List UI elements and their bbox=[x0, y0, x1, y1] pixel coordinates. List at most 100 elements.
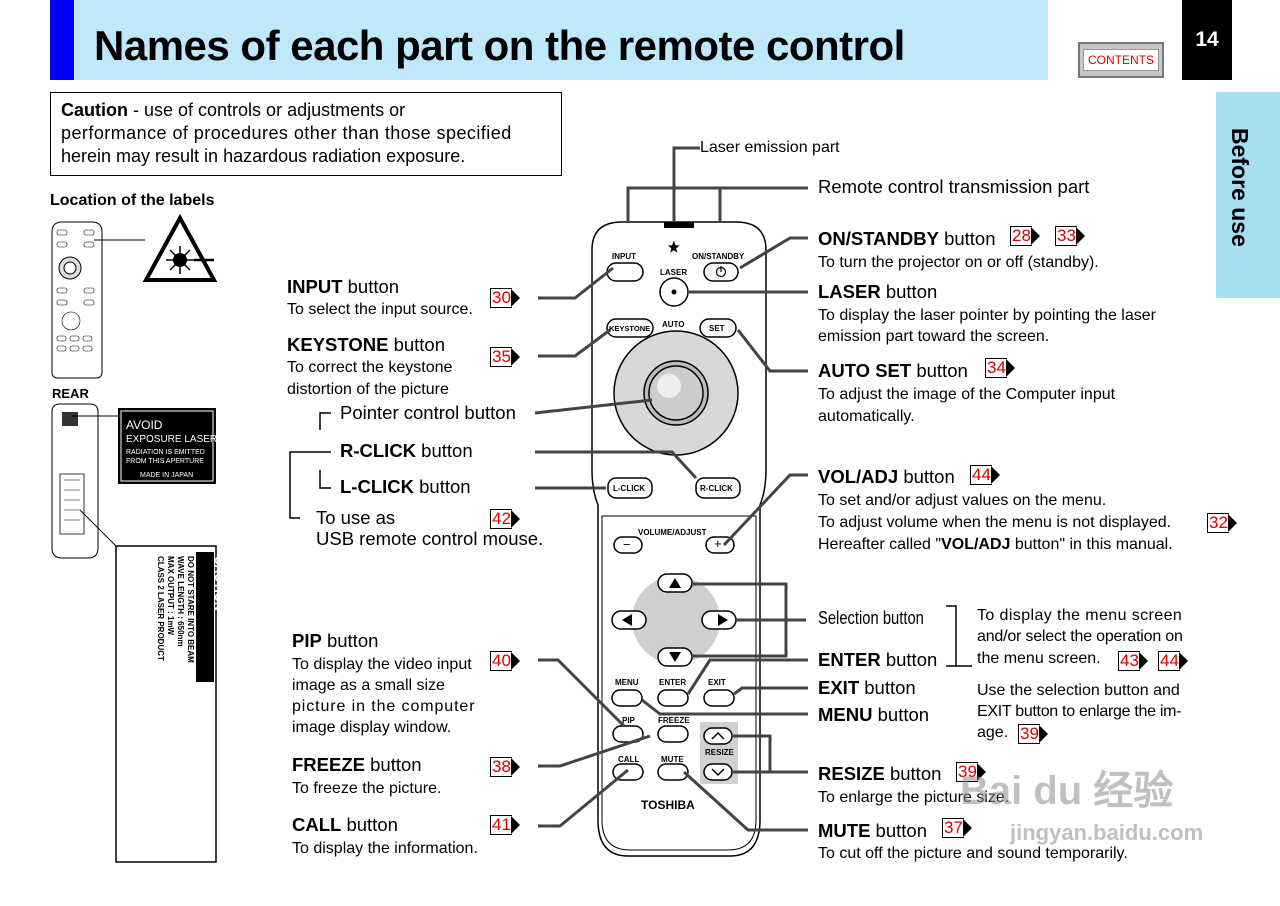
selection-desc-5: EXIT button to enlarge the im- bbox=[977, 703, 1182, 720]
selection-desc-4: Use the selection button and bbox=[977, 682, 1180, 699]
autoset-heading: AUTO SET button bbox=[818, 360, 968, 381]
enter-heading: ENTER button bbox=[818, 649, 938, 670]
side-tab[interactable]: Before use bbox=[1216, 92, 1280, 298]
laser-desc-1: To display the laser pointer by pointing… bbox=[818, 307, 1156, 324]
remote-keystone-label: KEYSTONE bbox=[609, 324, 651, 333]
set-button-shape bbox=[699, 318, 737, 338]
page-number: 14 bbox=[1182, 0, 1232, 80]
call-desc: To display the information. bbox=[292, 840, 478, 857]
pointer-heading: Pointer control button bbox=[340, 402, 516, 423]
remote-input-label: INPUT bbox=[612, 252, 636, 261]
pip-desc-1: To display the video input bbox=[292, 656, 472, 673]
laser-heading: LASER button bbox=[818, 281, 938, 302]
resize-ref[interactable]: 39 bbox=[956, 762, 986, 782]
caution-heading: Caution bbox=[61, 100, 128, 120]
onstandby-ref-2[interactable]: 33 bbox=[1055, 226, 1085, 246]
caution-label-line-1: LASER RADIATION bbox=[196, 556, 205, 630]
remote-laser-label: LASER bbox=[660, 268, 688, 277]
selection-desc-6: age. bbox=[977, 724, 1009, 741]
exit-heading: EXIT button bbox=[818, 677, 916, 698]
caution-box: Caution - use of controls or adjustments… bbox=[50, 92, 562, 176]
caution-text-2: performance of procedures other than tho… bbox=[61, 123, 512, 143]
caution-text-3: herein may result in hazardous radiation… bbox=[61, 146, 466, 166]
remote-menu-label: MENU bbox=[615, 678, 639, 687]
voladj-desc-2: To adjust volume when the menu is not di… bbox=[818, 514, 1172, 531]
selection-desc-1: To display the menu screen bbox=[977, 607, 1183, 624]
remote-onstandby-label: ON/STANDBY bbox=[692, 252, 745, 261]
input-button-shape bbox=[606, 262, 644, 282]
avoid-line-4: FROM THIS APERTURE bbox=[126, 458, 204, 465]
call-ref[interactable]: 41 bbox=[490, 815, 520, 835]
title-band bbox=[50, 0, 1048, 80]
caution-label-line-4: MAX OUTPUT : 1mW bbox=[166, 556, 175, 636]
avoid-line-3: RADIATION IS EMITTED bbox=[126, 449, 205, 456]
selection-heading: Selection button bbox=[818, 608, 924, 628]
remote-exit-label: EXIT bbox=[708, 678, 726, 687]
remote-resize-label: RESIZE bbox=[705, 748, 734, 757]
resize-desc: To enlarge the picture size. bbox=[818, 789, 1010, 806]
voladj-ref[interactable]: 44 bbox=[970, 465, 1000, 485]
remote-freeze-label: FREEZE bbox=[658, 716, 690, 725]
autoset-desc-1: To adjust the image of the Computer inpu… bbox=[818, 386, 1116, 403]
voladj-ref-2[interactable]: 32 bbox=[1207, 513, 1237, 533]
input-ref[interactable]: 30 bbox=[490, 288, 520, 308]
selection-ref-1[interactable]: 43 bbox=[1118, 651, 1148, 671]
lclick-heading: L-CLICK button bbox=[340, 476, 471, 497]
remote-call-label: CALL bbox=[618, 755, 640, 764]
lclick-button-shape bbox=[607, 477, 653, 499]
transmission-label: Remote control transmission part bbox=[818, 176, 1090, 197]
usb-desc-1: To use as bbox=[316, 507, 396, 528]
mute-ref[interactable]: 37 bbox=[942, 818, 972, 838]
freeze-heading: FREEZE button bbox=[292, 754, 422, 775]
voladj-desc-3: Hereafter called "VOL/ADJ button" in thi… bbox=[818, 536, 1173, 553]
remote-lclick-label: L-CLICK bbox=[613, 484, 645, 493]
remote-minus-label: − bbox=[623, 537, 631, 552]
onstandby-ref-1[interactable]: 28 bbox=[1010, 226, 1040, 246]
selection-ref-3[interactable]: 39 bbox=[1018, 724, 1048, 744]
remote-auto-label: AUTO bbox=[662, 320, 685, 329]
rear-label: REAR bbox=[52, 386, 89, 401]
usb-desc-2: USB remote control mouse. bbox=[316, 528, 544, 549]
mute-heading: MUTE button bbox=[818, 820, 927, 841]
avoid-line-5: MADE IN JAPAN bbox=[140, 472, 194, 479]
pip-desc-3: picture in the computer bbox=[292, 698, 476, 715]
laser-emission-label: Laser emission part bbox=[700, 139, 840, 156]
page-title: Names of each part on the remote control bbox=[94, 22, 905, 69]
avoid-line-2: EXPOSURE LASER bbox=[126, 434, 218, 445]
remote-set-label: SET bbox=[709, 324, 725, 333]
remote-mute-label: MUTE bbox=[661, 755, 684, 764]
watermark-logo: Bai du 经验 bbox=[960, 769, 1174, 813]
contents-label: CONTENTS bbox=[1083, 49, 1159, 71]
keystone-ref[interactable]: 35 bbox=[490, 347, 520, 367]
laser-desc-2: emission part toward the screen. bbox=[818, 328, 1050, 345]
pip-heading: PIP button bbox=[292, 630, 379, 651]
usb-ref[interactable]: 42 bbox=[490, 509, 520, 529]
selection-ref-2[interactable]: 44 bbox=[1158, 651, 1188, 671]
menu-heading: MENU button bbox=[818, 704, 930, 725]
caution-label-title: CAUTION bbox=[212, 556, 226, 611]
remote-volume-label: VOLUME/ADJUST bbox=[638, 528, 707, 537]
rclick-button-shape bbox=[695, 477, 741, 499]
contents-button[interactable]: CONTENTS bbox=[1078, 42, 1164, 78]
autoset-ref[interactable]: 34 bbox=[985, 358, 1015, 378]
selection-pad bbox=[632, 576, 720, 664]
remote-enter-label: ENTER bbox=[659, 678, 687, 687]
autoset-desc-2: automatically. bbox=[818, 408, 915, 425]
pip-ref[interactable]: 40 bbox=[490, 651, 520, 671]
resize-heading: RESIZE button bbox=[818, 763, 942, 784]
keystone-heading: KEYSTONE button bbox=[287, 334, 446, 355]
keystone-button-shape bbox=[606, 318, 654, 338]
caution-label-line-2: DO NOT STARE INTO BEAM bbox=[186, 556, 195, 663]
mute-desc: To cut off the picture and sound tempora… bbox=[818, 845, 1128, 862]
selection-desc-2: and/or select the operation on bbox=[977, 628, 1183, 645]
freeze-desc: To freeze the picture. bbox=[292, 780, 442, 797]
avoid-line-1: AVOID bbox=[126, 418, 163, 432]
onstandby-heading: ON/STANDBY button bbox=[818, 228, 996, 249]
pip-desc-2: image as a small size bbox=[292, 677, 445, 694]
labels-location-title: Location of the labels bbox=[50, 192, 215, 209]
title-accent-bar bbox=[50, 0, 74, 80]
freeze-ref[interactable]: 38 bbox=[490, 757, 520, 777]
remote-brand: TOSHIBA bbox=[641, 798, 695, 812]
caution-text-1: - use of controls or adjustments or bbox=[128, 100, 406, 120]
